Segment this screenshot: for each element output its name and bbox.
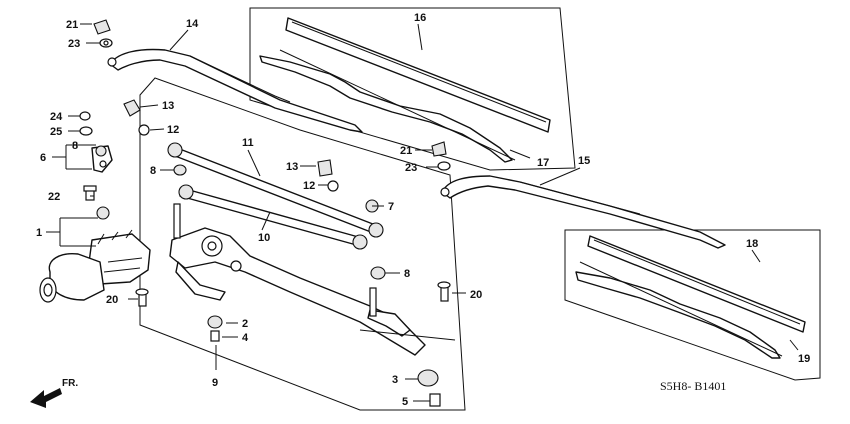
callout-16: 16 — [414, 12, 426, 24]
callout-7: 7 — [388, 201, 394, 213]
callout-labels: 21 23 14 16 13 12 24 25 8 6 8 11 13 12 7… — [36, 12, 810, 408]
callout-8-left: 8 — [72, 140, 78, 152]
wiper-blade-18[interactable] — [575, 235, 806, 359]
callout-18: 18 — [746, 238, 758, 250]
callout-17: 17 — [537, 157, 549, 169]
blade-18-box-outline — [564, 229, 821, 381]
nut-2[interactable] — [207, 315, 223, 329]
spacer-5[interactable] — [429, 393, 441, 407]
wiper-motor[interactable] — [39, 229, 151, 303]
callout-20-right: 20 — [470, 289, 482, 301]
cap-21-top[interactable] — [93, 19, 111, 35]
front-direction-label: FR. — [62, 378, 78, 389]
callout-5: 5 — [402, 396, 408, 408]
cap-8-left-a[interactable] — [95, 145, 107, 157]
bushing-8-right[interactable] — [370, 266, 386, 280]
callout-9: 9 — [212, 377, 218, 389]
bolt-22[interactable] — [83, 185, 97, 201]
callout-11: 11 — [242, 137, 254, 149]
callout-6: 6 — [40, 152, 46, 164]
callout-20-left: 20 — [106, 294, 118, 306]
callout-19: 19 — [798, 353, 810, 365]
nut-12-upper[interactable] — [138, 124, 150, 136]
callout-8-mid: 8 — [150, 165, 156, 177]
nut-12-lower[interactable] — [327, 180, 339, 192]
callout-1: 1 — [36, 227, 42, 239]
nut-24[interactable] — [79, 111, 91, 121]
wiper-arm-15[interactable] — [440, 175, 726, 249]
callout-23-top: 23 — [68, 38, 80, 50]
callout-4: 4 — [242, 332, 249, 344]
bolt-20-left[interactable] — [135, 288, 149, 307]
callout-24: 24 — [50, 111, 63, 123]
callout-13-lower: 13 — [286, 161, 298, 173]
callout-14: 14 — [186, 18, 199, 30]
callout-23-mid: 23 — [405, 162, 417, 174]
callout-2: 2 — [242, 318, 248, 330]
nut-3[interactable] — [417, 369, 439, 387]
wiper-linkage-frame[interactable] — [169, 203, 456, 356]
diagram-code: S5H8- B1401 — [660, 379, 726, 393]
callout-12-upper: 12 — [167, 124, 179, 136]
bushing-8-mid[interactable] — [173, 164, 187, 176]
washer-25[interactable] — [79, 126, 93, 136]
callout-21-mid: 21 — [400, 145, 412, 157]
nut-23-top[interactable] — [99, 38, 113, 48]
linkage-rod-10[interactable] — [178, 184, 368, 250]
callout-21-top: 21 — [66, 19, 78, 31]
callout-15: 15 — [578, 155, 590, 167]
callout-8-right: 8 — [404, 268, 410, 280]
callout-3: 3 — [392, 374, 398, 386]
front-direction-arrow: FR. — [30, 378, 78, 408]
leader-lines — [46, 23, 799, 402]
motor-cap-1[interactable] — [96, 206, 110, 220]
spacer-4[interactable] — [210, 330, 220, 342]
linkage-rod-11[interactable] — [167, 142, 384, 238]
cap-13-upper[interactable] — [123, 99, 141, 117]
callout-22: 22 — [48, 191, 60, 203]
callout-10: 10 — [258, 232, 270, 244]
callout-12-lower: 12 — [303, 180, 315, 192]
wiper-blade-16[interactable] — [259, 17, 551, 163]
wiper-arm-14[interactable] — [107, 48, 363, 133]
callout-25: 25 — [50, 126, 62, 138]
cap-13-lower[interactable] — [317, 159, 333, 177]
bolt-20-right[interactable] — [437, 281, 451, 302]
cap-21-mid[interactable] — [431, 141, 447, 157]
callout-13-upper: 13 — [162, 100, 174, 112]
nut-23-mid[interactable] — [437, 161, 451, 171]
